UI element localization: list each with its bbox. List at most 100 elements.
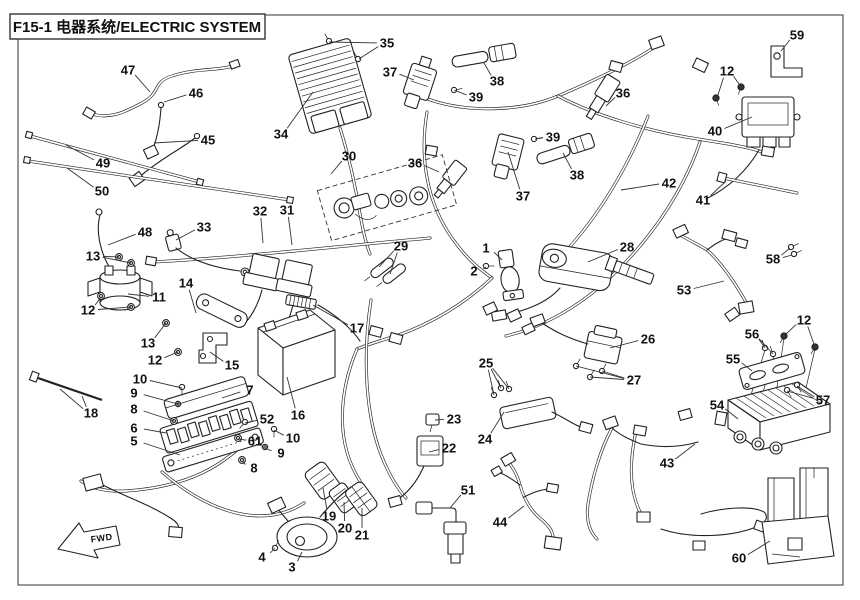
leader-line xyxy=(507,151,521,190)
leader-line xyxy=(483,266,487,270)
callout-label-25: 25 xyxy=(479,356,493,371)
callout-label-4: 4 xyxy=(258,550,266,565)
leader-line xyxy=(238,438,246,441)
leader-line xyxy=(490,368,502,389)
callout-label-58: 58 xyxy=(766,252,780,267)
bracket-24-wire xyxy=(551,411,585,429)
callout-label-53: 53 xyxy=(677,283,691,298)
callout-label-37: 37 xyxy=(516,189,530,204)
leader-line xyxy=(273,429,285,436)
leader-line xyxy=(97,306,132,310)
cable-47 xyxy=(82,58,241,120)
callout-label-39: 39 xyxy=(469,90,483,105)
relay-box-60 xyxy=(761,467,835,565)
screw-35 xyxy=(321,31,334,46)
callout-label-2: 2 xyxy=(470,264,477,279)
callout-label-6: 6 xyxy=(130,421,137,436)
callout-label-7: 7 xyxy=(246,383,253,398)
leader-line xyxy=(786,390,814,399)
callout-label-43: 43 xyxy=(660,456,674,471)
bullet-connectors-29 xyxy=(364,257,406,288)
callout-label-44: 44 xyxy=(493,515,508,530)
callout-label-3: 3 xyxy=(288,560,295,575)
callout-label-48: 48 xyxy=(138,225,152,240)
leader-line xyxy=(330,160,343,175)
horn-3 xyxy=(266,486,352,558)
callout-label-52: 52 xyxy=(260,412,274,427)
callout-label-57: 57 xyxy=(816,393,830,408)
leader-line xyxy=(188,289,197,314)
screw-25 xyxy=(503,379,513,393)
leader-line xyxy=(358,46,379,60)
connector-21 xyxy=(345,481,378,517)
callout-label-40: 40 xyxy=(708,124,722,139)
rod-49 xyxy=(24,130,205,187)
relay-22-wire xyxy=(396,465,425,501)
callout-label-61: 61 xyxy=(248,434,262,449)
callout-label-60: 60 xyxy=(732,551,746,566)
callout-label-12: 12 xyxy=(81,303,95,318)
leader-line xyxy=(733,76,742,88)
regulator-rectifier-34 xyxy=(288,38,372,134)
leader-line xyxy=(322,487,328,510)
relay-32-wire xyxy=(245,289,263,323)
leader-line xyxy=(163,94,187,103)
leader-line xyxy=(127,293,150,297)
bracket-14 xyxy=(195,293,248,328)
callout-label-13: 13 xyxy=(86,249,100,264)
callout-label-17: 17 xyxy=(350,321,364,336)
leader-line xyxy=(221,391,241,399)
leader-line xyxy=(758,338,774,355)
leader-line xyxy=(154,322,167,339)
starter-relay-11 xyxy=(87,265,153,311)
leader-line xyxy=(780,39,791,52)
direction-marker-label: FWD xyxy=(90,532,113,545)
screw-56 xyxy=(767,344,777,358)
leader-line xyxy=(605,96,616,107)
cable-46 xyxy=(142,101,165,160)
leader-line xyxy=(143,442,181,456)
leader-line xyxy=(244,419,258,424)
callout-label-1: 1 xyxy=(482,241,489,256)
leader-line xyxy=(783,324,797,337)
callout-label-10: 10 xyxy=(133,372,147,387)
leader-line xyxy=(449,494,462,509)
callout-label-39: 39 xyxy=(546,130,560,145)
leader-line xyxy=(490,411,505,434)
nut-8 xyxy=(238,456,246,464)
leader-line xyxy=(741,362,753,372)
relay-22 xyxy=(416,435,444,467)
leader-line xyxy=(675,443,696,460)
leader-line xyxy=(587,249,618,263)
callout-label-26: 26 xyxy=(641,332,655,347)
nut-61 xyxy=(234,434,242,442)
leader-line xyxy=(428,448,440,453)
leader-line xyxy=(59,388,84,410)
title-box xyxy=(9,13,266,40)
callout-label-22: 22 xyxy=(442,441,456,456)
leader-line xyxy=(260,217,264,244)
callout-label-14: 14 xyxy=(179,276,194,291)
callout-label-29: 29 xyxy=(394,239,408,254)
callout-label-50: 50 xyxy=(95,184,109,199)
callout-label-34: 34 xyxy=(274,127,289,142)
bracket-15 xyxy=(198,332,228,364)
callout-label-12: 12 xyxy=(148,353,162,368)
leader-line xyxy=(94,296,102,306)
leader-line xyxy=(782,254,793,259)
leader-line xyxy=(65,144,95,161)
sub-harness-43 xyxy=(585,408,769,551)
leader-line xyxy=(424,165,440,173)
callout-label-38: 38 xyxy=(570,168,584,183)
callout-label-28: 28 xyxy=(620,240,634,255)
callout-label-54: 54 xyxy=(710,398,725,413)
rod-50 xyxy=(22,155,295,205)
callout-label-9: 9 xyxy=(277,446,284,461)
leader-line xyxy=(149,380,183,389)
callout-label-12: 12 xyxy=(797,313,811,328)
ecu-assembly-54 xyxy=(714,337,831,455)
leader-line xyxy=(264,447,272,452)
leader-line xyxy=(493,251,503,261)
leader-line xyxy=(483,62,492,76)
connector xyxy=(424,144,439,157)
